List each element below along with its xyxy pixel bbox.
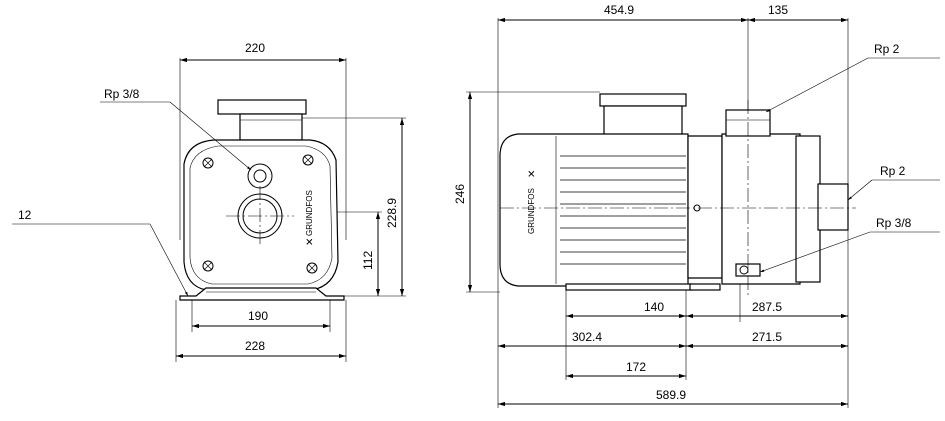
label-12: 12 xyxy=(18,208,32,222)
brand-logo: GRUNDFOS xyxy=(305,190,314,236)
brand-logo-side: GRUNDFOS xyxy=(527,188,536,234)
dim-454-9: 454.9 xyxy=(604,3,634,17)
label-rp-2-side: Rp 2 xyxy=(880,164,906,178)
dim-228-9: 228.9 xyxy=(385,198,399,228)
dim-220: 220 xyxy=(245,41,265,55)
label-rp-3-8-front: Rp 3/8 xyxy=(104,87,140,101)
dim-140: 140 xyxy=(644,300,664,314)
dim-228: 228 xyxy=(245,339,265,353)
label-rp-2-top: Rp 2 xyxy=(874,42,900,56)
dim-589-9: 589.9 xyxy=(656,388,686,402)
dim-112: 112 xyxy=(361,251,375,270)
dim-172: 172 xyxy=(626,360,646,374)
dim-271-5: 271.5 xyxy=(752,330,782,344)
dim-135: 135 xyxy=(768,3,788,17)
dim-190: 190 xyxy=(248,309,268,323)
bolt-icon xyxy=(202,154,318,274)
front-view: 220 228.9 112 190 228 xyxy=(12,41,406,362)
dim-246: 246 xyxy=(453,184,467,204)
svg-text:✕: ✕ xyxy=(305,238,316,246)
label-rp-3-8-side: Rp 3/8 xyxy=(876,216,912,230)
dim-287-5: 287.5 xyxy=(752,300,782,314)
side-view: 454.9 135 246 140 287.5 302.4 271.5 172 … xyxy=(453,3,940,408)
dim-302-4: 302.4 xyxy=(572,330,602,344)
motor-fins xyxy=(560,155,686,265)
svg-text:✕: ✕ xyxy=(527,170,538,178)
pump-housing-side xyxy=(721,133,801,285)
motor-body xyxy=(499,133,689,287)
